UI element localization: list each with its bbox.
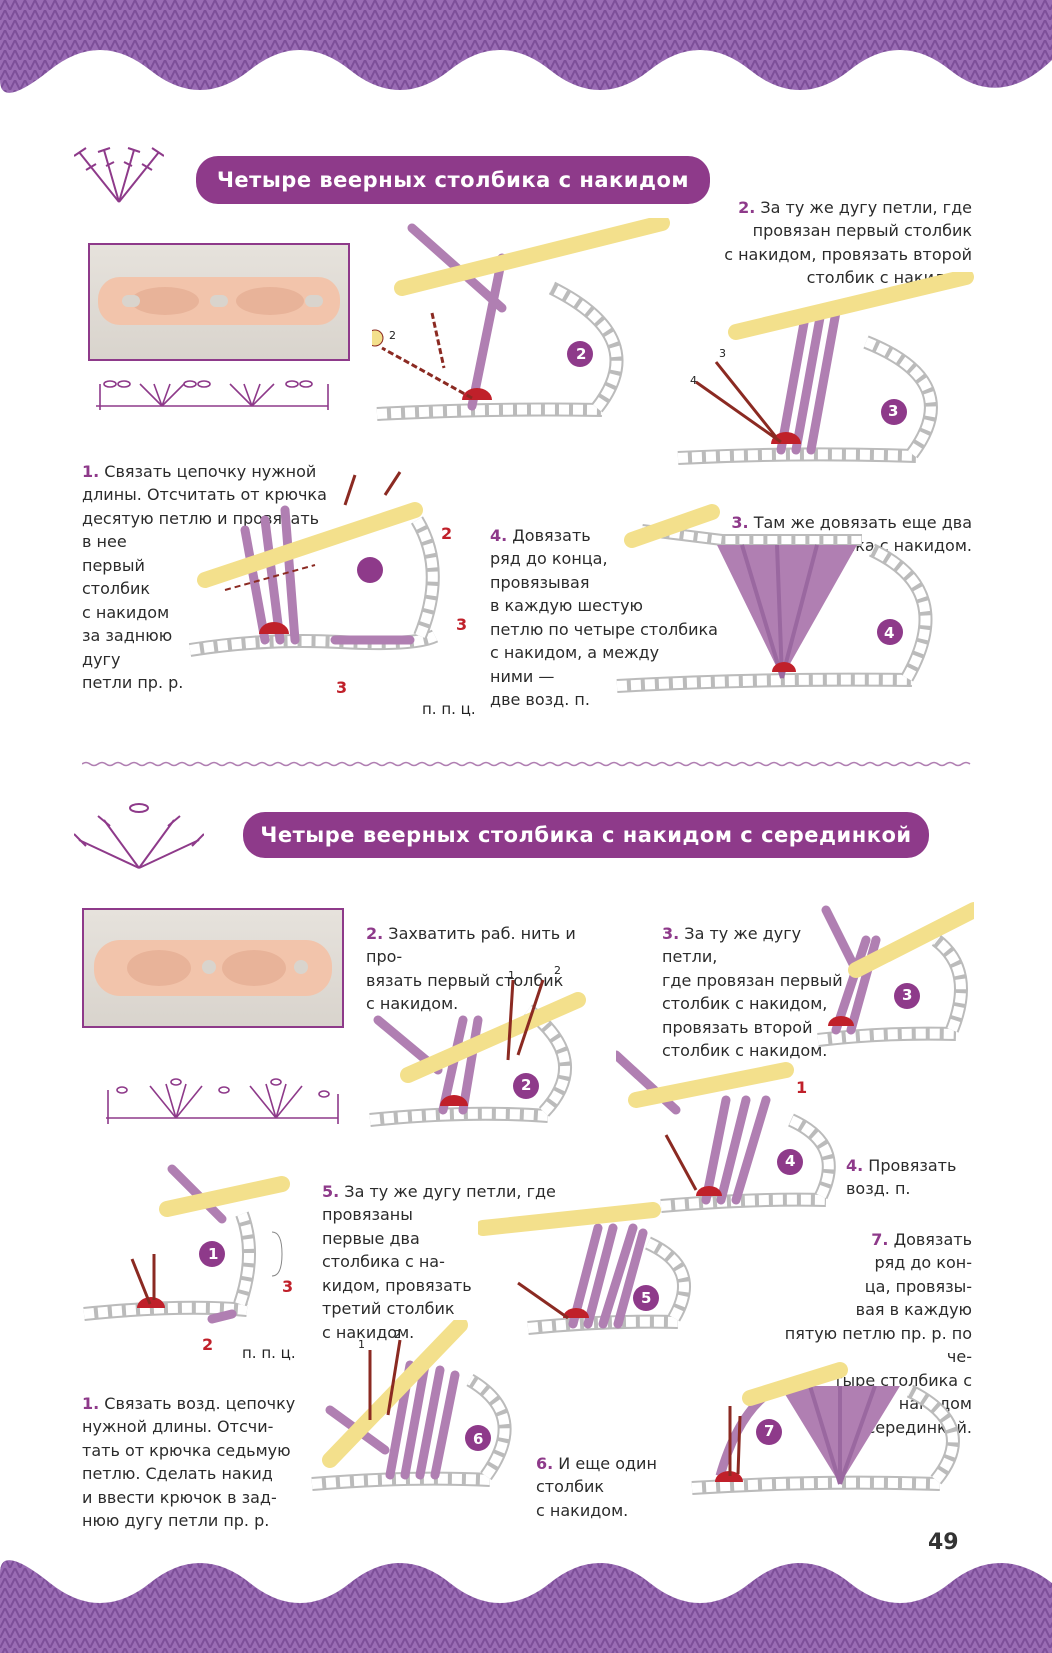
section2-yellow-2a: 2 [554,964,561,977]
section1-red-label-2: 2 [441,524,453,543]
section1-title: Четыре веерных столбика с накидом [196,156,710,204]
section2-illustration-3 [817,902,974,1047]
section1-illustration-1 [188,471,440,657]
section2-red-label-2: 2 [202,1335,214,1354]
section1-red-label-3a: 3 [456,615,468,634]
section2-sample-photo [82,908,344,1028]
section2-illustration-1 [83,1164,290,1324]
section1-illustration-3 [677,272,974,465]
section1-yellow-2: 2 [389,329,396,342]
section-divider [82,761,971,767]
section2-illustration-2 [369,979,586,1127]
top-decorative-band [0,0,1052,93]
section2-yellow-2b: 2 [394,1328,401,1341]
section2-red-label-1: 1 [796,1078,808,1097]
section2-step1: 1. Связать возд. цепочку нужной длины. О… [82,1393,296,1531]
section2-yellow-1a: 1 [508,969,515,982]
section2-ppc-label: п. п. ц. [242,1344,296,1362]
section2-badge-7: 7 [764,1422,775,1440]
section2-illustration-4 [616,1050,836,1213]
section2-illustration-7 [691,1362,960,1495]
page-number: 49 [928,1530,959,1555]
section2-badge-1: 1 [208,1245,219,1263]
section2-badge-6: 6 [473,1430,484,1448]
section1-yellow-4: 4 [690,374,697,387]
section2-badge-3: 3 [902,986,913,1004]
section1-badge-2: 2 [576,345,587,363]
section2-step4: 4. Провязать возд. п. [846,1155,957,1199]
section2-title: Четыре веерных столбика с накидом с сере… [243,812,929,858]
fan-middle-symbol-icon [74,803,204,869]
section2-illustration-5 [478,1202,691,1335]
section2-badge-2: 2 [521,1076,532,1094]
section2-red-label-3: 3 [282,1277,294,1296]
section2-step2: 2. Захватить раб. нить и про- вязать пер… [366,923,576,1014]
section1-badge-3: 3 [888,402,899,420]
bottom-decorative-band [0,1560,1052,1653]
section2-badge-5: 5 [641,1289,652,1307]
section2-yellow-1b: 1 [358,1338,365,1351]
section1-sample-photo [88,243,350,361]
section2-illustration-6 [311,1320,512,1491]
section1-badge-1: 1 [364,588,375,606]
section2-step6: 6. И еще один столбик с накидом. [536,1453,657,1520]
section2-step5: 5. За ту же дугу петли, где провязаны пе… [322,1181,556,1342]
section1-yellow-3: 3 [719,347,726,360]
section2-badge-4: 4 [785,1152,796,1170]
section2-step3: 3. За ту же дугу петли, где провязан пер… [662,923,843,1061]
section1-step4: 4. Довязать ряд до конца, провязывая в к… [490,525,718,710]
section1-illustration-4 [616,504,933,693]
section1-chart-diagram [96,380,329,410]
section1-ppc-label: п. п. ц. [422,700,476,718]
section1-red-label-3b: 3 [336,678,348,697]
section1-step1: 1. Связать цепочку нужной длины. Отсчита… [82,461,327,693]
fan-symbol-icon [74,147,164,203]
section2-chart-diagram [106,1078,339,1124]
section1-badge-4: 4 [884,624,895,642]
section1-illustration-2 [372,218,670,421]
